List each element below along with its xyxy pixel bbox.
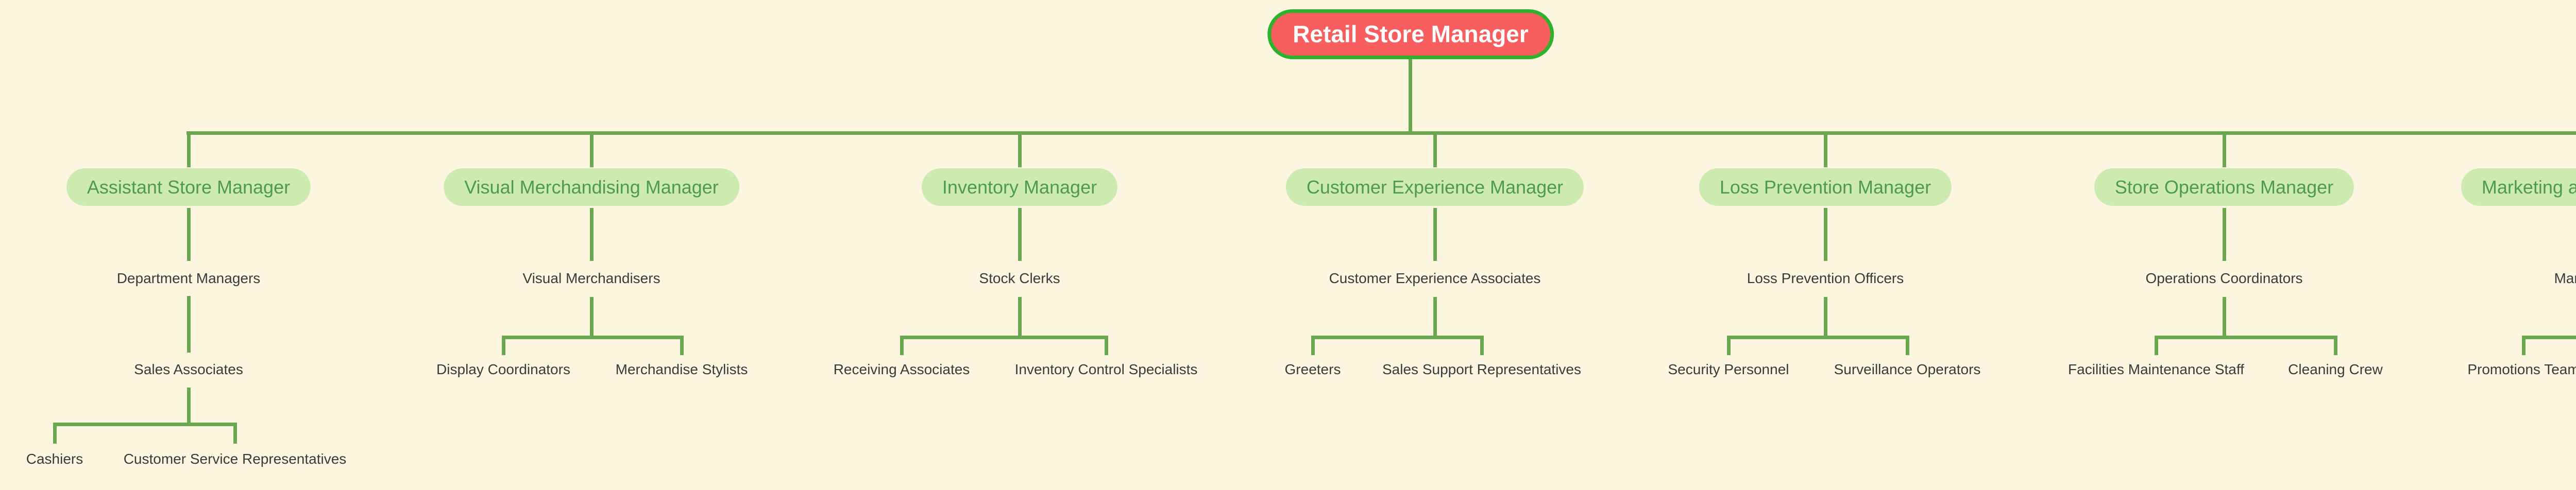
connector-manager-staff	[1433, 208, 1437, 261]
node-store-operations-manager[interactable]: Store Operations Manager	[2094, 168, 2354, 206]
node-customer-experience-associates[interactable]: Customer Experience Associates	[1329, 270, 1541, 286]
connector-bracket	[1726, 336, 1909, 339]
node-security-personnel[interactable]: Security Personnel	[1668, 361, 1789, 377]
node-merchandise-stylists[interactable]: Merchandise Stylists	[615, 361, 748, 377]
connector-bracket	[2521, 336, 2576, 339]
connector-branch-drop	[1433, 131, 1437, 167]
connector-staff-child	[187, 388, 191, 424]
connector-bracket-drop	[2521, 336, 2526, 355]
connector-main-horizontal	[186, 131, 2576, 135]
node-facilities-maintenance-staff[interactable]: Facilities Maintenance Staff	[2068, 361, 2244, 377]
node-sales-support-representatives[interactable]: Sales Support Representatives	[1382, 361, 1581, 377]
node-assistant-store-manager[interactable]: Assistant Store Manager	[66, 168, 311, 206]
node-promotions-team[interactable]: Promotions Team	[2467, 361, 2576, 377]
connector-staff-child	[1433, 297, 1437, 339]
connector-manager-staff	[2222, 208, 2226, 261]
node-inventory-control-specialists[interactable]: Inventory Control Specialists	[1014, 361, 1198, 377]
connector-bracket	[2154, 336, 2337, 339]
connector-staff-child	[1018, 297, 1022, 339]
node-display-coordinators[interactable]: Display Coordinators	[436, 361, 570, 377]
node-loss-prevention-manager[interactable]: Loss Prevention Manager	[1699, 168, 1952, 206]
node-retail-store-manager[interactable]: Retail Store Manager	[1267, 9, 1554, 59]
node-visual-merchandisers[interactable]: Visual Merchandisers	[522, 270, 660, 286]
node-loss-prevention-officers[interactable]: Loss Prevention Officers	[1747, 270, 1904, 286]
node-cashiers[interactable]: Cashiers	[26, 451, 83, 467]
node-marketing-promotions-manager[interactable]: Marketing and Promotions Manager	[2461, 168, 2576, 206]
node-cleaning-crew[interactable]: Cleaning Crew	[2288, 361, 2383, 377]
connector-staff-child	[589, 297, 594, 339]
connector-bracket	[1311, 336, 1484, 339]
node-customer-experience-manager[interactable]: Customer Experience Manager	[1285, 168, 1584, 206]
node-visual-merchandising-manager[interactable]: Visual Merchandising Manager	[444, 168, 739, 206]
connector-branch-drop	[589, 131, 594, 167]
connector-bracket-drop	[501, 336, 505, 355]
connector-bracket-drop	[233, 423, 237, 444]
node-greeters[interactable]: Greeters	[1284, 361, 1341, 377]
connector-bracket-drop	[53, 423, 57, 444]
connector-manager-staff	[1018, 208, 1022, 261]
connector-branch-drop	[187, 131, 191, 167]
node-inventory-manager[interactable]: Inventory Manager	[921, 168, 1118, 206]
connector-bracket-drop	[1311, 336, 1315, 355]
node-marketing-coordinators[interactable]: Marketing Coordinators	[2554, 270, 2576, 286]
node-customer-service-representatives[interactable]: Customer Service Representatives	[123, 451, 347, 467]
node-sales-associates[interactable]: Sales Associates	[134, 361, 243, 377]
node-operations-coordinators[interactable]: Operations Coordinators	[2145, 270, 2303, 286]
connector-bracket-drop	[2154, 336, 2158, 355]
connector-bracket-drop	[1480, 336, 1484, 355]
connector-branch-drop	[2222, 131, 2226, 167]
connector-bracket-drop	[1726, 336, 1731, 355]
connector-branch-drop	[1018, 131, 1022, 167]
connector-bracket-drop	[2333, 336, 2337, 355]
connector-branch-drop	[1823, 131, 1827, 167]
connector-bracket	[501, 336, 684, 339]
node-stock-clerks[interactable]: Stock Clerks	[979, 270, 1060, 286]
connector-root-drop	[1408, 58, 1412, 131]
connector-bracket-drop	[680, 336, 684, 355]
connector-bracket-drop	[1905, 336, 1909, 355]
node-surveillance-operators[interactable]: Surveillance Operators	[1834, 361, 1981, 377]
connector-staff-child	[1823, 297, 1827, 339]
connector-manager-staff	[589, 208, 594, 261]
connector-manager-staff	[1823, 208, 1827, 261]
connector-bracket	[900, 336, 1108, 339]
connector-staff-child	[187, 296, 191, 353]
node-receiving-associates[interactable]: Receiving Associates	[833, 361, 970, 377]
connector-staff-child	[2222, 297, 2226, 339]
node-department-managers[interactable]: Department Managers	[116, 270, 261, 286]
connector-bracket-drop	[900, 336, 904, 355]
connector-manager-staff	[187, 208, 191, 261]
connector-bracket-drop	[1104, 336, 1108, 355]
connector-bracket	[53, 423, 237, 426]
